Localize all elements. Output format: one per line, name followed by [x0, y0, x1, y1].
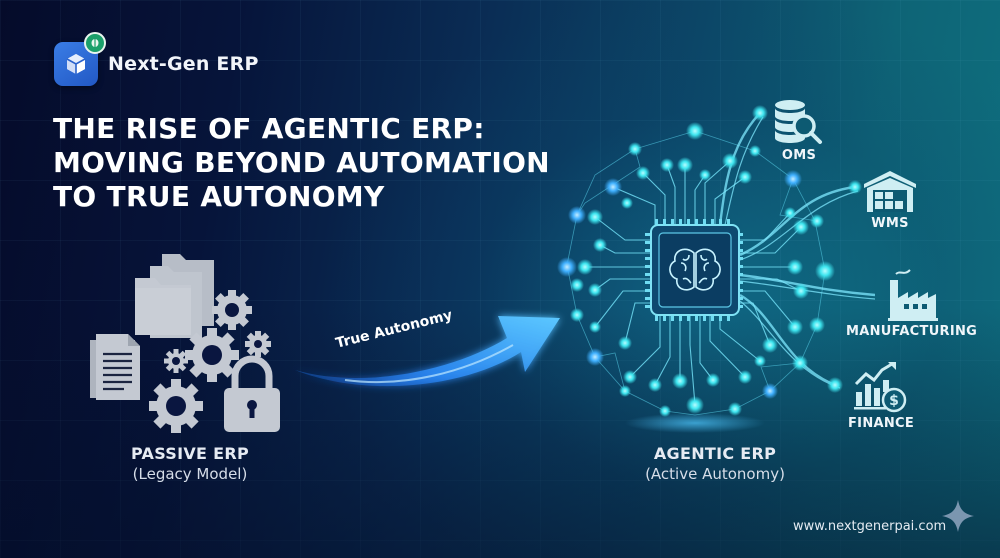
- curved-arrow-icon: [295, 316, 560, 387]
- module-label: FINANCE: [848, 416, 915, 431]
- agentic-erp-label: AGENTIC ERP (Active Autonomy): [610, 444, 820, 483]
- brand: Next-Gen ERP: [54, 32, 259, 86]
- brand-name: Next-Gen ERP: [108, 53, 259, 75]
- title-line: THE RISE OF AGENTIC ERP:: [53, 112, 485, 145]
- module-label: WMS: [871, 216, 909, 231]
- sparkle-icon: [942, 500, 974, 532]
- title-line: MOVING BEYOND AUTOMATION: [53, 146, 550, 179]
- folders-icon: [135, 254, 214, 338]
- document-icon: [90, 334, 140, 400]
- passive-erp-subtitle: (Legacy Model): [132, 465, 248, 483]
- module-wms: WMS: [862, 168, 918, 231]
- module-oms: OMS: [772, 98, 826, 163]
- module-finance: $ FINANCE: [848, 362, 914, 431]
- chip: [645, 219, 743, 321]
- website-link[interactable]: www.nextgenerpai.com: [793, 519, 947, 534]
- pause-badge-icon: [84, 32, 106, 54]
- finance-chart-icon: $: [854, 362, 907, 413]
- agentic-erp-subtitle: (Active Autonomy): [645, 465, 785, 483]
- database-search-icon: [775, 100, 822, 144]
- passive-erp-graphic: [90, 254, 280, 433]
- cube-icon: [66, 54, 86, 74]
- brain-icon: [669, 248, 721, 291]
- brand-logo: [54, 32, 106, 86]
- factory-icon: [887, 269, 938, 321]
- module-label: OMS: [781, 148, 817, 163]
- page-title: THE RISE OF AGENTIC ERP: MOVING BEYOND A…: [53, 112, 550, 214]
- agentic-erp-title: AGENTIC ERP: [653, 444, 777, 463]
- svg-text:$: $: [889, 393, 899, 409]
- passive-erp-label: PASSIVE ERP (Legacy Model): [95, 444, 285, 483]
- warehouse-icon: [864, 171, 916, 212]
- padlock-icon: [224, 355, 280, 432]
- title-line: TO TRUE AUTONOMY: [53, 180, 385, 213]
- module-manufacturing: MANUFACTURING: [846, 266, 977, 339]
- passive-erp-title: PASSIVE ERP: [130, 444, 250, 463]
- module-label: MANUFACTURING: [846, 324, 978, 339]
- ai-brain-chip-icon: [557, 105, 875, 433]
